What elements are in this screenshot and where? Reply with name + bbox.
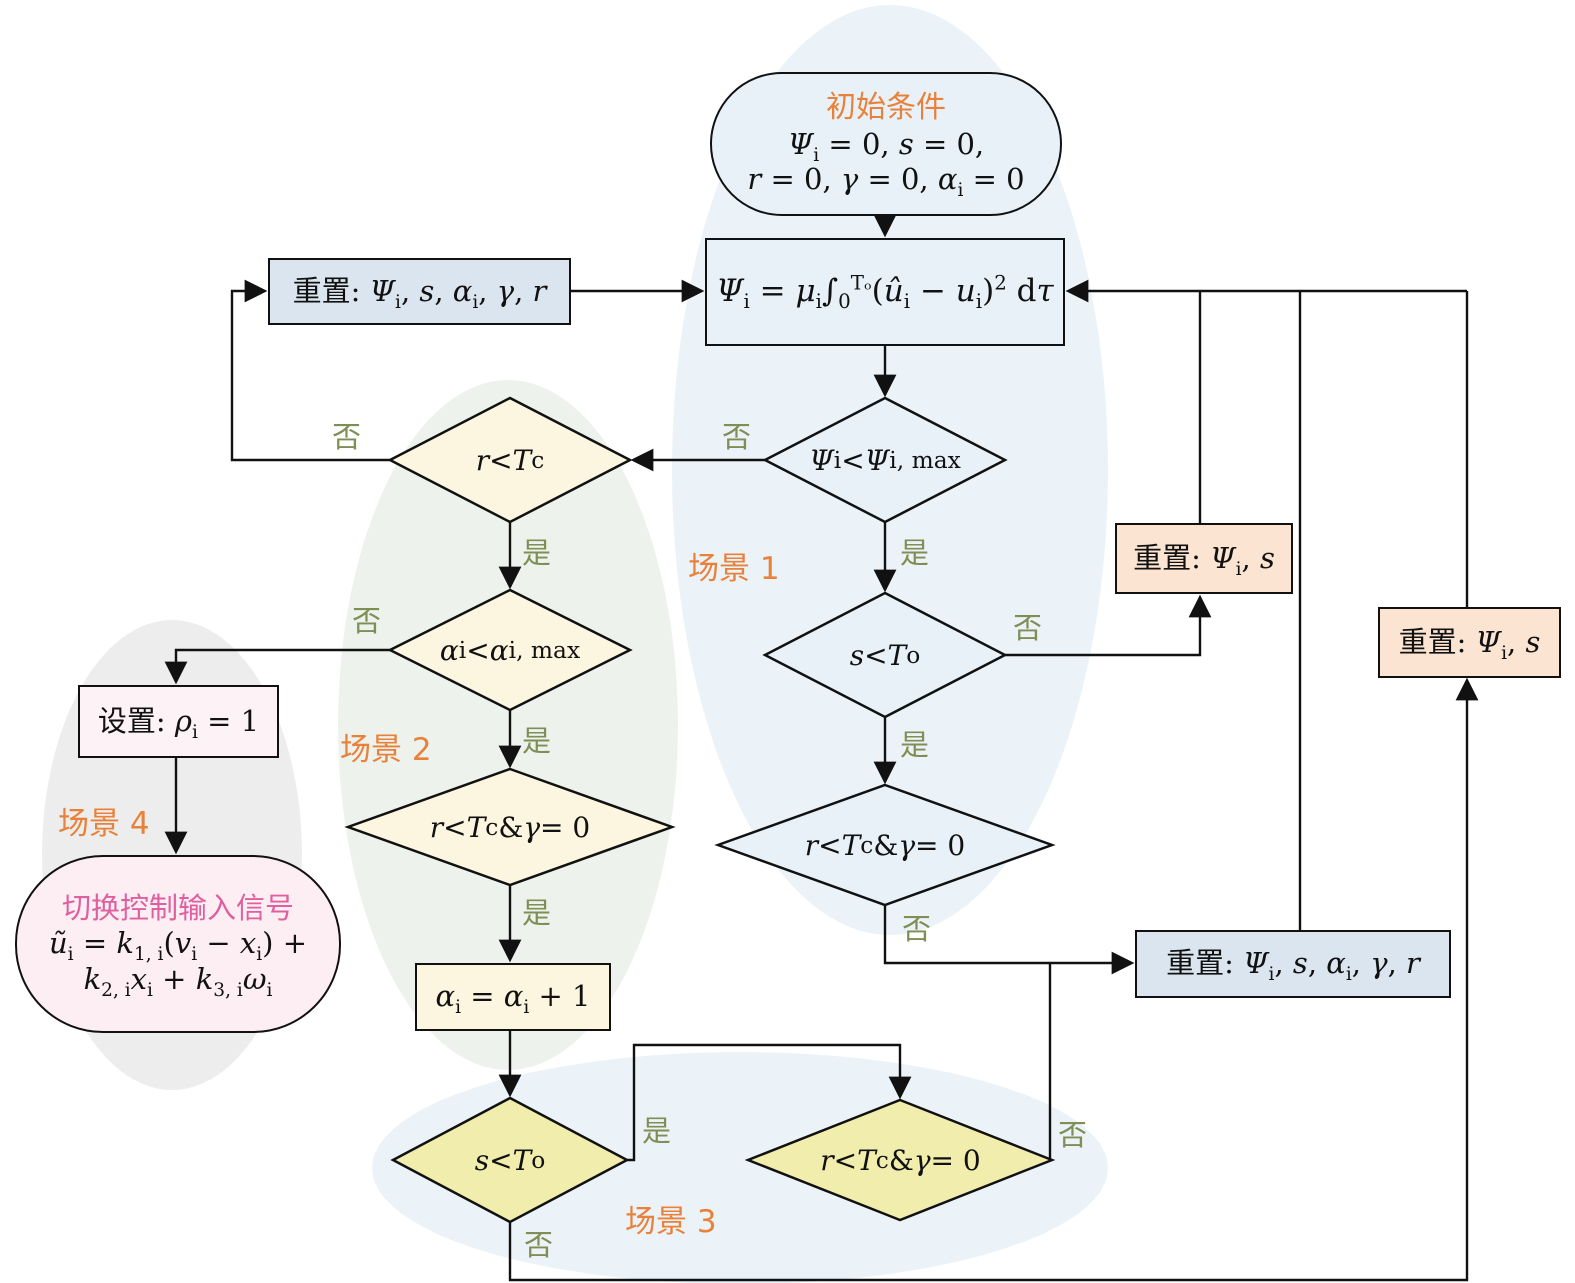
- edge-label-yes-scond-down: 是: [900, 728, 930, 762]
- scenario-2-region: [338, 380, 678, 1070]
- node-switch-control-signal: 切换控制输入信号 ũi = k1, i(vi − xi) + k2, ixi +…: [15, 855, 341, 1033]
- initial-conditions-title: 初始条件: [826, 90, 946, 126]
- cond-r-tc-diamond: [387, 396, 633, 524]
- edge-label-yes-rcond-down: 是: [522, 536, 552, 570]
- edge-label-no-rgcond3-right: 否: [1058, 1118, 1088, 1152]
- node-alpha-increment: αi = αi + 1: [415, 963, 611, 1031]
- cond-s-to-diamond-s1: [762, 591, 1008, 719]
- edge-label-no-rgcond1-down: 否: [902, 912, 932, 946]
- edge-label-no-alphacond-left: 否: [352, 604, 382, 638]
- node-update-psi: Ψi = μi∫0Tₒ(ûi − ui)2 dτ: [705, 238, 1065, 346]
- cond-s-to-diamond-s3: [390, 1096, 630, 1224]
- cond-r-gamma-diamond-s3: [744, 1098, 1056, 1222]
- switch-control-line2: k2, ixi + k3, iωi: [83, 961, 273, 1001]
- scenario-3-label: 场景 3: [625, 1204, 717, 1240]
- cond-alpha-max-diamond: [387, 588, 633, 712]
- connector-alphacond-no-to-setrho: [164, 648, 390, 685]
- connector-scond-no-to-resettop: [1005, 594, 1212, 657]
- scenario-2-label: 场景 2: [340, 732, 432, 768]
- node-reset-left: 重置: Ψi, s, αi, γ, r: [268, 258, 571, 325]
- edge-label-no-scond-right: 否: [1013, 611, 1043, 645]
- scenario-1-label: 场景 1: [688, 551, 780, 587]
- cond-r-gamma-diamond-s1: [714, 783, 1056, 907]
- connector-scond3-yes-to-rgcond3: [627, 1043, 912, 1162]
- reset-psi-s-top-label: 重置: Ψi, s: [1133, 540, 1275, 580]
- node-set-rho: 设置: ρi = 1: [78, 685, 279, 758]
- node-reset-psi-s-far: 重置: Ψi, s: [1378, 607, 1561, 678]
- set-rho-label: 设置: ρi = 1: [97, 703, 260, 743]
- cond-r-gamma-diamond-s2: [344, 767, 676, 887]
- edge-label-no-rcond-left: 否: [332, 420, 362, 454]
- node-reset-right: 重置: Ψi, s, αi, γ, r: [1135, 930, 1451, 998]
- initial-conditions-line1: Ψi = 0, s = 0,: [787, 126, 985, 166]
- connector-scond3-no-to-resetfar: [508, 677, 1479, 1282]
- reset-right-label: 重置: Ψi, s, αi, γ, r: [1166, 946, 1420, 986]
- update-psi-formula: Ψi = μi∫0Tₒ(ûi − ui)2 dτ: [716, 271, 1054, 314]
- edge-label-no-scond3-down: 否: [524, 1228, 554, 1262]
- node-reset-psi-s-top: 重置: Ψi, s: [1115, 523, 1293, 594]
- edge-label-yes-psicond-down: 是: [900, 536, 930, 570]
- reset-left-label: 重置: Ψi, s, αi, γ, r: [292, 273, 547, 313]
- scenario-4-label: 场景 4: [58, 806, 150, 842]
- initial-conditions-line2: r = 0, γ = 0, αi = 0: [747, 162, 1025, 202]
- reset-psi-s-far-label: 重置: Ψi, s: [1398, 624, 1541, 664]
- edge-label-no-psicond-left: 否: [722, 420, 752, 454]
- cond-psi-max-diamond: [762, 396, 1008, 524]
- node-initial-conditions: 初始条件 Ψi = 0, s = 0, r = 0, γ = 0, αi = 0: [710, 72, 1062, 216]
- switch-control-title: 切换控制输入信号: [61, 890, 294, 925]
- connector-rcond-no-to-resetleft: [230, 279, 390, 462]
- edge-label-yes-scond3-right: 是: [642, 1114, 672, 1148]
- switch-control-line1: ũi = k1, i(vi − xi) +: [48, 926, 308, 966]
- edge-label-yes-alphacond-down: 是: [522, 724, 552, 758]
- alpha-increment-label: αi = αi + 1: [435, 979, 591, 1019]
- edge-label-yes-rgcond2-down: 是: [522, 896, 552, 930]
